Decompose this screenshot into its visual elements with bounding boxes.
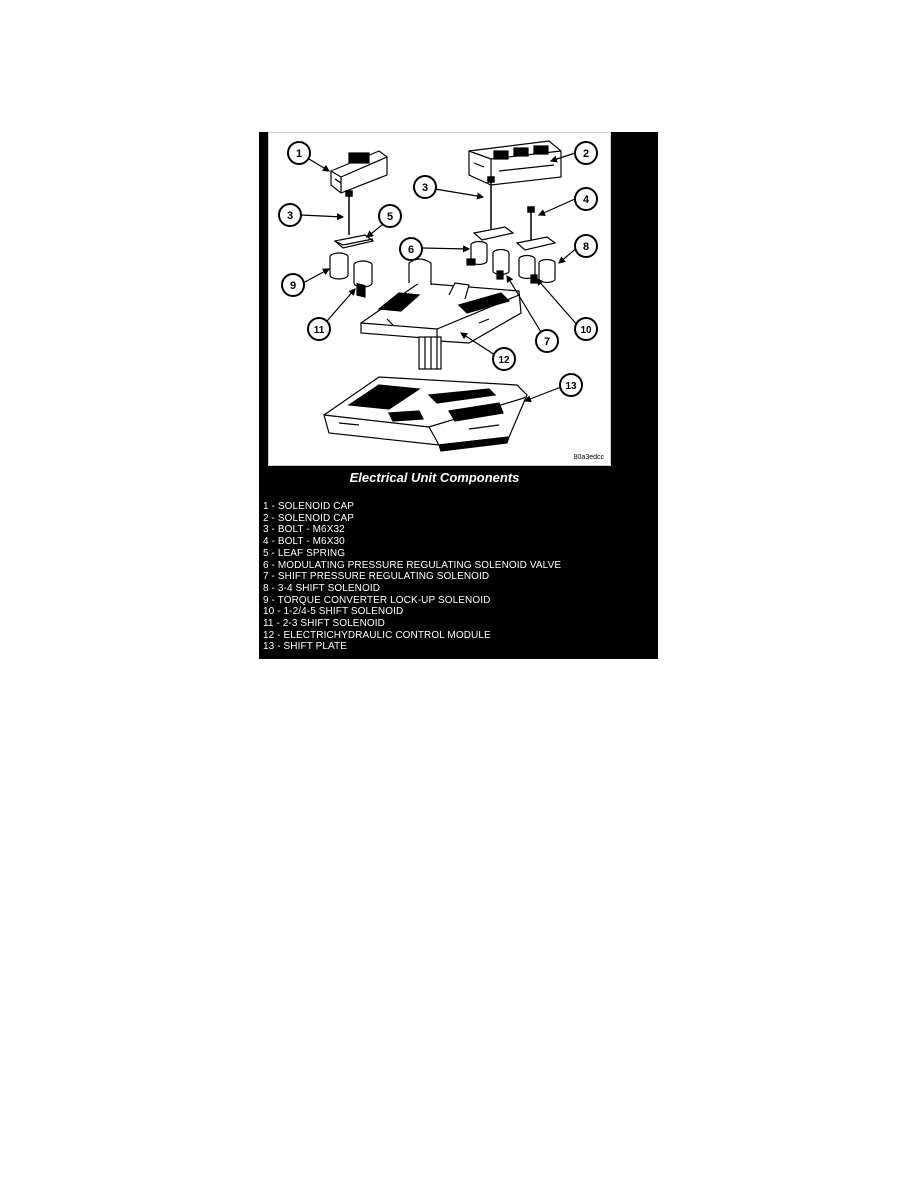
legend-item: 4 - BOLT - M6X30 (263, 536, 345, 548)
bolt-m6x30 (527, 206, 535, 243)
svg-text:1: 1 (296, 148, 302, 160)
callout-12: 12 (492, 347, 516, 371)
callout-6: 6 (399, 237, 423, 261)
svg-text:13: 13 (565, 381, 577, 392)
callout-11: 11 (307, 317, 331, 341)
legend-item: 12 - ELECTRICHYDRAULIC CONTROL MODULE (263, 629, 491, 641)
legend-item: 2 - SOLENOID CAP (263, 512, 355, 524)
svg-text:4: 4 (583, 194, 590, 206)
legend-item: 3 - BOLT - M6X32 (263, 524, 345, 536)
svg-text:8: 8 (583, 241, 589, 253)
legend-item: 8 - 3-4 SHIFT SOLENOID (263, 582, 381, 594)
callout-1: 1 (287, 141, 311, 165)
leaf-spring-right (515, 236, 557, 251)
legend-item: 1 - SOLENOID CAP (263, 501, 355, 512)
figure-code: 80a3edcc (573, 454, 604, 461)
legend-item: 6 - MODULATING PRESSURE REGULATING SOLEN… (263, 559, 562, 571)
bolt-m6x32-left (345, 190, 353, 235)
svg-text:3: 3 (422, 182, 428, 194)
callout-3-center: 3 (413, 175, 437, 199)
leaf-spring-center (472, 226, 515, 241)
control-module-12 (360, 258, 522, 370)
solenoid-11 (353, 260, 373, 298)
callout-9: 9 (281, 273, 305, 297)
callout-8: 8 (574, 234, 598, 258)
legend-item: 13 - SHIFT PLATE (263, 641, 348, 653)
solenoid-cap-1 (330, 150, 388, 194)
solenoid-6 (466, 240, 488, 266)
callout-5: 5 (378, 204, 402, 228)
svg-text:3: 3 (287, 210, 293, 222)
solenoid-9 (329, 252, 349, 280)
solenoid-7 (492, 248, 510, 280)
callout-3-left: 3 (278, 203, 302, 227)
diagram-drawing: 1 2 3 3 4 5 6 (278, 140, 598, 452)
callout-2: 2 (574, 141, 598, 165)
callout-7: 7 (535, 329, 559, 353)
legend-item: 9 - TORQUE CONVERTER LOCK-UP SOLENOID (263, 594, 491, 606)
legend-item: 10 - 1-2/4-5 SHIFT SOLENOID (263, 606, 404, 618)
shift-plate-13 (323, 376, 528, 452)
svg-text:9: 9 (290, 280, 296, 292)
component-legend: 1 - SOLENOID CAP 2 - SOLENOID CAP 3 - BO… (263, 501, 561, 653)
solenoid-cap-2 (468, 140, 562, 186)
exploded-diagram: 1 2 3 3 4 5 6 (268, 132, 611, 466)
svg-text:2: 2 (583, 148, 589, 160)
legend-item: 7 - SHIFT PRESSURE REGULATING SOLENOID (263, 571, 490, 583)
legend-item: 5 - LEAF SPRING (263, 547, 346, 559)
svg-text:12: 12 (498, 355, 510, 366)
callout-4: 4 (574, 187, 598, 211)
figure-caption: Electrical Unit Components (349, 470, 520, 485)
callout-13: 13 (559, 373, 583, 397)
svg-text:11: 11 (314, 325, 325, 336)
figure-box: 1 2 3 3 4 5 6 (259, 132, 658, 659)
svg-text:5: 5 (387, 211, 393, 223)
svg-text:7: 7 (544, 336, 550, 348)
legend-item: 11 - 2-3 SHIFT SOLENOID (263, 618, 385, 630)
callout-10: 10 (574, 317, 598, 341)
bolt-m6x32-center (487, 176, 495, 229)
svg-text:10: 10 (580, 325, 592, 336)
leaf-spring-left (333, 234, 375, 249)
leader-lines (298, 152, 580, 403)
svg-text:6: 6 (408, 244, 414, 256)
solenoid-8 (538, 258, 556, 284)
solenoid-10 (518, 254, 538, 284)
